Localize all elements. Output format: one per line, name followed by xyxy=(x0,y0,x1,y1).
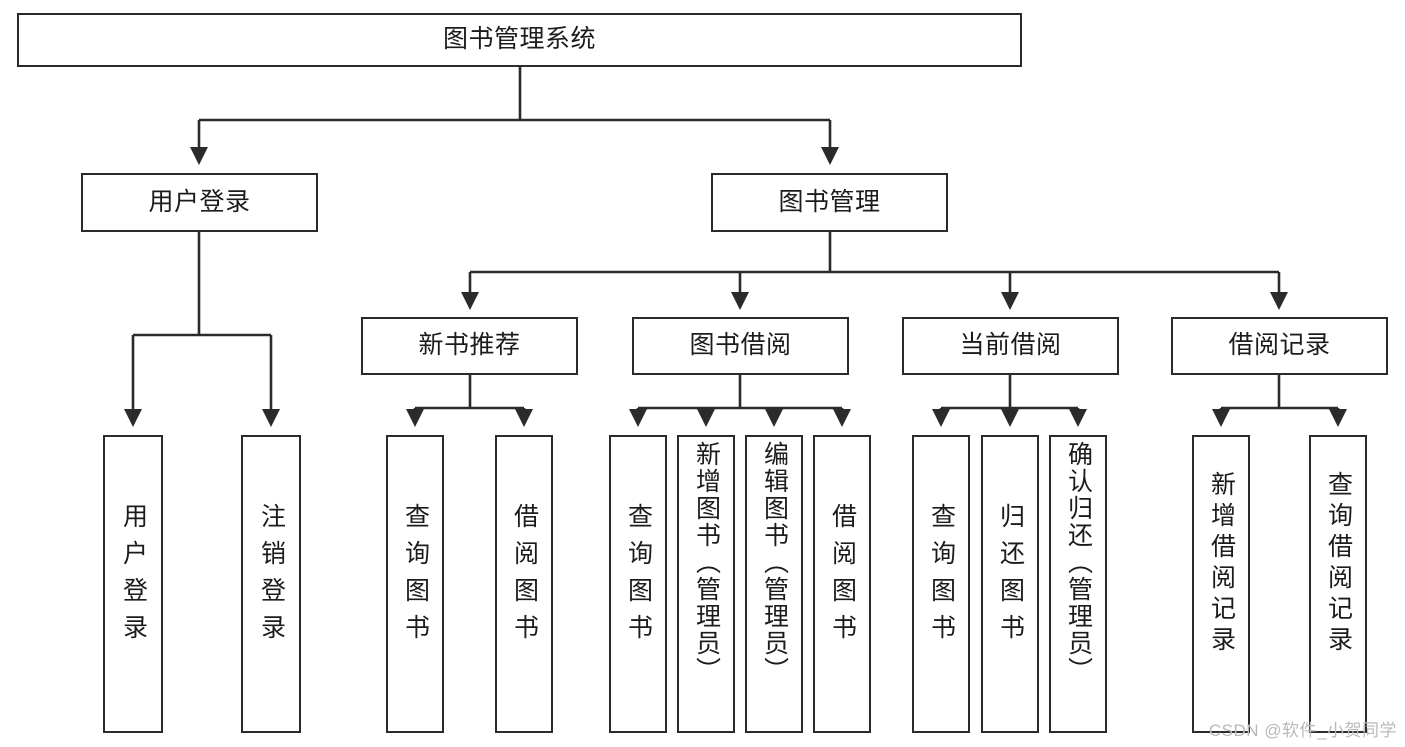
node-root-system[interactable]: 图书管理系统 xyxy=(17,13,1022,67)
node-new-book-recommend[interactable]: 新书推荐 xyxy=(361,317,578,375)
node-leaf-book-borrow-add[interactable]: 新增图书（管理员） xyxy=(677,435,735,733)
node-label: 借阅记录 xyxy=(1228,331,1331,360)
node-leaf-current-borrow-confirm[interactable]: 确认归还（管理员） xyxy=(1049,435,1107,733)
node-label: 新增借阅记录 xyxy=(1207,471,1236,657)
node-leaf-user-login-logout[interactable]: 注销登录 xyxy=(241,435,301,733)
node-current-borrow[interactable]: 当前借阅 xyxy=(902,317,1119,375)
node-label: 确认归还（管理员） xyxy=(1064,441,1093,684)
node-leaf-borrow-record-add[interactable]: 新增借阅记录 xyxy=(1192,435,1250,733)
node-leaf-new-book-query[interactable]: 查询图书 xyxy=(386,435,444,733)
node-label: 查询图书 xyxy=(401,503,430,651)
node-label: 编辑图书（管理员） xyxy=(760,441,789,684)
node-leaf-new-book-borrow[interactable]: 借阅图书 xyxy=(495,435,553,733)
node-label: 图书借阅 xyxy=(689,331,792,360)
watermark-text: CSDN @软件_小贺同学 xyxy=(1208,721,1397,740)
node-leaf-book-borrow-edit[interactable]: 编辑图书（管理员） xyxy=(745,435,803,733)
node-label: 当前借阅 xyxy=(959,331,1062,360)
node-book-borrow[interactable]: 图书借阅 xyxy=(632,317,849,375)
node-label: 查询图书 xyxy=(624,503,653,651)
node-leaf-current-borrow-return[interactable]: 归还图书 xyxy=(981,435,1039,733)
node-label: 注销登录 xyxy=(257,503,286,651)
node-leaf-book-borrow-query[interactable]: 查询图书 xyxy=(609,435,667,733)
node-label: 查询图书 xyxy=(927,503,956,651)
node-label: 查询借阅记录 xyxy=(1324,471,1353,657)
node-label: 图书管理 xyxy=(778,187,881,216)
node-label: 用户登录 xyxy=(148,187,251,216)
node-label: 借阅图书 xyxy=(510,503,539,651)
node-label: 新增图书（管理员） xyxy=(692,441,721,684)
node-leaf-current-borrow-query[interactable]: 查询图书 xyxy=(912,435,970,733)
node-leaf-borrow-record-query[interactable]: 查询借阅记录 xyxy=(1309,435,1367,733)
node-borrow-record[interactable]: 借阅记录 xyxy=(1171,317,1388,375)
node-label: 用户登录 xyxy=(119,503,148,651)
node-label: 新书推荐 xyxy=(418,331,521,360)
node-leaf-user-login-login[interactable]: 用户登录 xyxy=(103,435,163,733)
node-label: 归还图书 xyxy=(996,503,1025,651)
node-leaf-book-borrow-borrow[interactable]: 借阅图书 xyxy=(813,435,871,733)
node-label: 图书管理系统 xyxy=(442,25,596,54)
node-user-login[interactable]: 用户登录 xyxy=(81,173,318,232)
node-label: 借阅图书 xyxy=(828,503,857,651)
node-book-management[interactable]: 图书管理 xyxy=(711,173,948,232)
